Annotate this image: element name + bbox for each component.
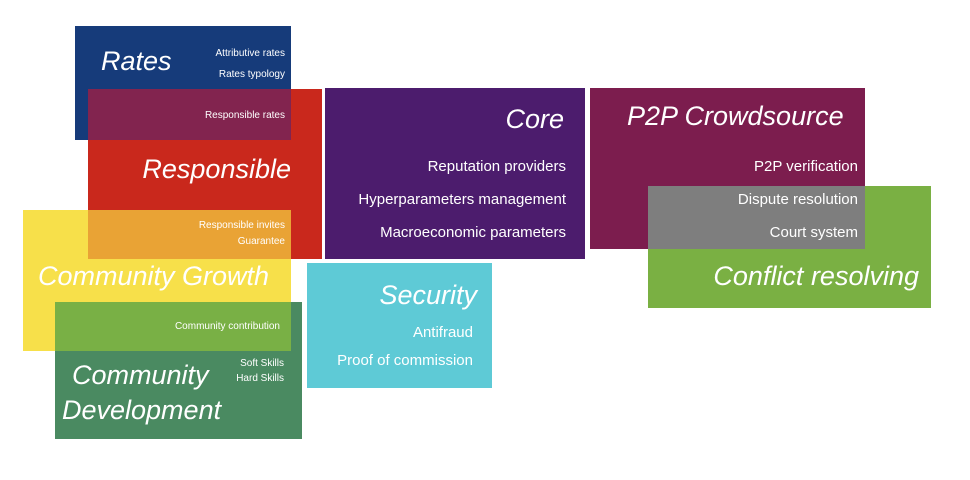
antifraud-item: Antifraud xyxy=(412,324,473,341)
rates-title: Rates xyxy=(101,46,172,76)
community-development-title-line2: Development xyxy=(62,395,222,425)
p2p-verification-item: P2P verification xyxy=(754,158,858,175)
security-title: Security xyxy=(379,280,477,310)
responsible-item-guarantee: Guarantee xyxy=(237,236,285,247)
responsible-title: Responsible xyxy=(142,154,291,184)
rates-item-typology: Rates typology xyxy=(218,69,285,80)
conflict-resolving-title: Conflict resolving xyxy=(713,261,919,291)
dispute-resolution-item: Dispute resolution xyxy=(737,191,858,208)
soft-skills-item: Soft Skills xyxy=(240,358,284,369)
community-development-title-line1: Community xyxy=(72,360,209,390)
development-growth-overlap xyxy=(55,302,291,351)
p2p-conflict-overlap xyxy=(648,186,865,249)
p2p-crowdsource-title: P2P Crowdsource xyxy=(627,101,844,131)
reputation-providers-item: Reputation providers xyxy=(427,158,566,175)
hyperparameters-management-item: Hyperparameters management xyxy=(358,191,566,208)
core-title: Core xyxy=(505,104,564,134)
hard-skills-item: Hard Skills xyxy=(236,373,284,384)
rates-item-responsible-rates: Responsible rates xyxy=(204,110,285,121)
rates-item-attributive: Attributive rates xyxy=(215,48,285,59)
rates-responsible-overlap xyxy=(88,89,291,140)
community-contribution-item: Community contribution xyxy=(174,321,280,332)
core-block xyxy=(325,88,585,259)
growth-responsible-overlap xyxy=(88,210,291,259)
proof-of-commission-item: Proof of commission xyxy=(337,352,473,369)
court-system-item: Court system xyxy=(769,224,858,241)
macroeconomic-parameters-item: Macroeconomic parameters xyxy=(380,224,566,241)
community-growth-title: Community Growth xyxy=(38,261,270,291)
responsible-item-invites: Responsible invites xyxy=(198,220,285,231)
security-block xyxy=(307,263,492,388)
